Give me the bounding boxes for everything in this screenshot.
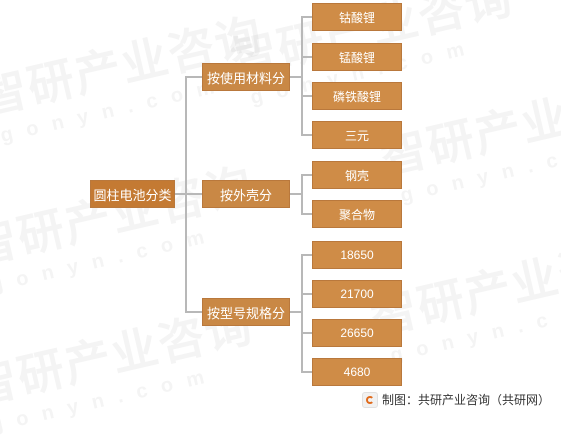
connector-spec-vertical (301, 254, 303, 372)
connector-leaf (301, 95, 312, 97)
connector-leaf (301, 56, 312, 58)
leaf-item: 钴酸锂 (312, 3, 402, 31)
connector-materials-vertical (301, 16, 303, 136)
connector-leaf (301, 213, 312, 215)
connector-leaf (301, 174, 312, 176)
connector-leaf (301, 254, 312, 256)
footer-credit: 制图：共研产业咨询（共研网） (361, 391, 550, 408)
leaf-item: 26650 (312, 319, 402, 347)
connector-spec (185, 311, 202, 313)
leaf-item: 聚合物 (312, 200, 402, 228)
gonyn-logo-icon (361, 391, 378, 408)
connector-materials-out (289, 76, 302, 78)
leaf-item: 三元 (312, 121, 402, 149)
connector-shell (185, 193, 202, 195)
connector-leaf (301, 332, 312, 334)
category-materials: 按使用材料分 (202, 63, 290, 91)
connector-leaf (301, 293, 312, 295)
connector-leaf (301, 16, 312, 18)
leaf-item: 21700 (312, 280, 402, 308)
connector-shell-vertical (301, 174, 303, 214)
leaf-item: 锰酸锂 (312, 43, 402, 71)
connector-spec-out (289, 311, 302, 313)
leaf-item: 磷铁酸锂 (312, 82, 402, 110)
leaf-item: 钢壳 (312, 161, 402, 189)
connector-materials (185, 76, 202, 78)
connector-root (174, 193, 186, 195)
leaf-item: 18650 (312, 241, 402, 269)
connector-leaf (301, 134, 312, 136)
root-node: 圆柱电池分类 (90, 180, 175, 208)
category-shell: 按外壳分 (202, 180, 290, 208)
connector-shell-out (289, 193, 302, 195)
leaf-item: 4680 (312, 358, 402, 386)
connector-leaf (301, 371, 312, 373)
footer-credit-text: 制图：共研产业咨询（共研网） (381, 393, 550, 407)
category-spec: 按型号规格分 (202, 298, 290, 326)
